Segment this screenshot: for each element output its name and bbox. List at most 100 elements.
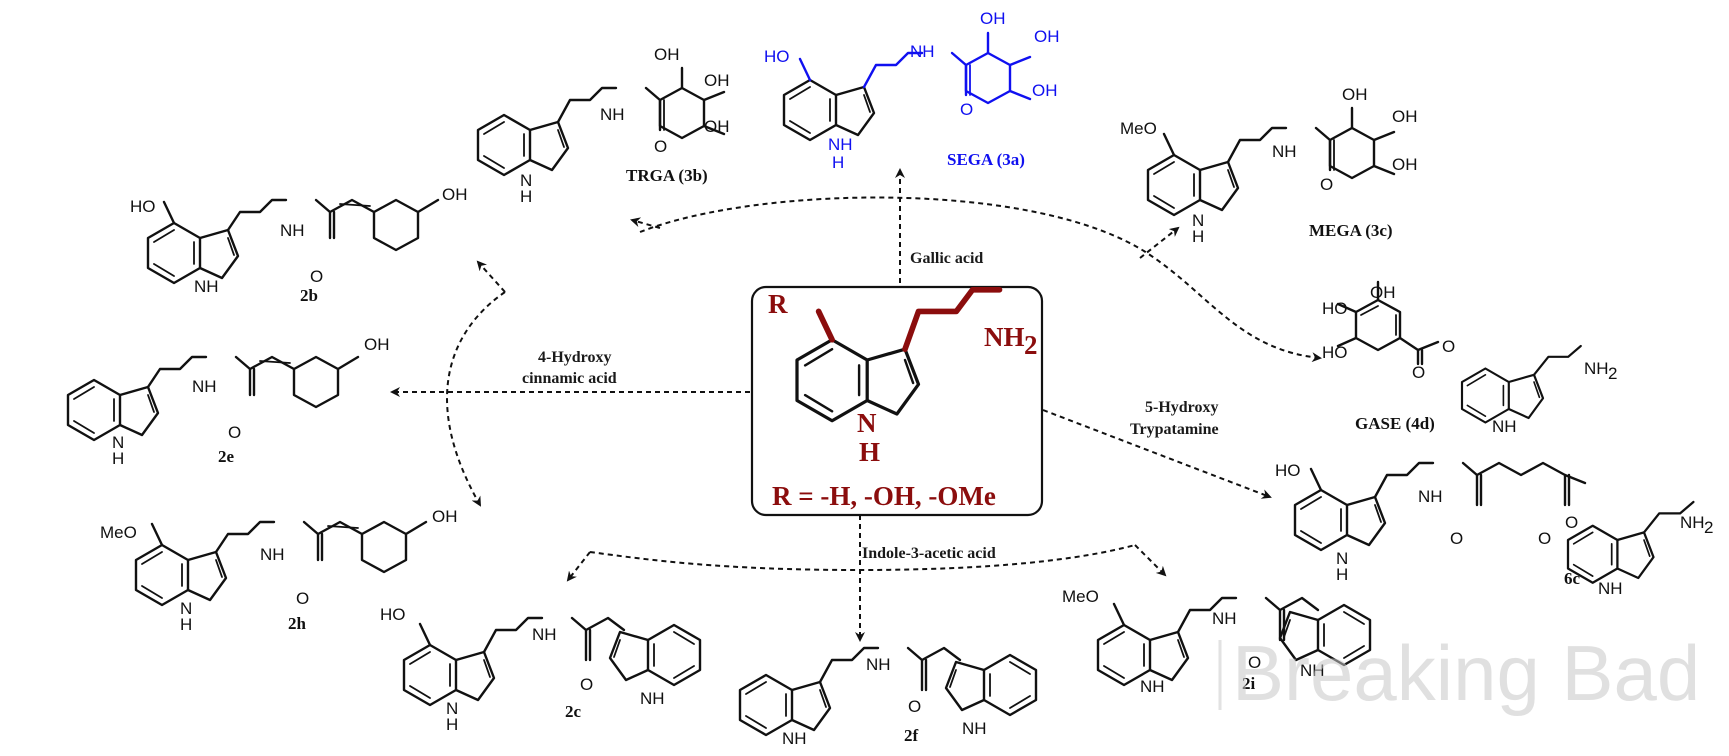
svg-text:O: O <box>1320 175 1333 194</box>
svg-text:OH: OH <box>704 117 730 136</box>
svg-text:OH: OH <box>1032 81 1058 100</box>
svg-text:OH: OH <box>1370 283 1396 302</box>
compound-2e: NH O OH N H 2e <box>66 335 390 468</box>
svg-text:O: O <box>1248 653 1261 672</box>
svg-text:H: H <box>112 449 124 468</box>
svg-text:OH: OH <box>442 185 468 204</box>
svg-text:HO: HO <box>1322 299 1348 318</box>
center-amine-label: NH <box>984 322 1025 352</box>
svg-text:MeO: MeO <box>1062 587 1099 606</box>
center-r-label: R <box>768 289 788 319</box>
label-6c: 6c <box>1564 569 1581 588</box>
svg-text:N: N <box>180 599 192 618</box>
svg-text:NH: NH <box>260 545 285 564</box>
center-n-label: N <box>857 408 877 438</box>
arrow-to-2i <box>1134 544 1167 577</box>
svg-text:2: 2 <box>1704 518 1713 537</box>
svg-text:NH: NH <box>1418 487 1443 506</box>
svg-text:NH: NH <box>194 277 219 296</box>
label-2b: 2b <box>300 286 318 305</box>
svg-text:O: O <box>654 137 667 156</box>
center-rgroup-text: R = -H, -OH, -OMe <box>772 481 996 511</box>
svg-text:O: O <box>310 267 323 286</box>
svg-text:OH: OH <box>1342 85 1368 104</box>
arrow-arc-2h <box>446 291 506 507</box>
arrow-to-2c <box>566 551 591 582</box>
svg-text:NH: NH <box>1300 661 1325 680</box>
svg-text:NH: NH <box>1272 142 1297 161</box>
svg-text:MeO: MeO <box>1120 119 1157 138</box>
svg-text:NH: NH <box>910 42 935 61</box>
svg-text:OH: OH <box>1392 155 1418 174</box>
svg-text:H: H <box>832 153 844 172</box>
reagent-hydroxytrypt-line2: Trypatamine <box>1130 421 1219 438</box>
svg-text:MeO: MeO <box>100 523 137 542</box>
label-2i: 2i <box>1242 674 1256 693</box>
svg-text:N: N <box>520 171 532 190</box>
label-sega: SEGA (3a) <box>947 150 1025 169</box>
arrow-arc-gase <box>639 196 1322 363</box>
svg-text:N: N <box>1192 211 1204 230</box>
svg-text:NH: NH <box>1680 513 1705 532</box>
svg-text:O: O <box>960 100 973 119</box>
svg-text:NH: NH <box>600 105 625 124</box>
svg-text:O: O <box>228 423 241 442</box>
svg-text:HO: HO <box>1322 343 1348 362</box>
svg-text:HO: HO <box>1275 461 1301 480</box>
arrow-to-mega <box>1139 226 1180 259</box>
svg-text:NH: NH <box>280 221 305 240</box>
svg-text:O: O <box>1412 363 1425 382</box>
arrow-arc-bottom <box>589 544 1136 572</box>
svg-text:O: O <box>1442 337 1455 356</box>
svg-text:NH: NH <box>828 135 853 154</box>
svg-text:NH: NH <box>782 729 807 748</box>
arrow-to-6c <box>1042 409 1272 499</box>
center-amine-subscript: 2 <box>1024 330 1038 360</box>
svg-text:HO: HO <box>380 605 406 624</box>
svg-text:H: H <box>1336 565 1348 584</box>
svg-text:N: N <box>112 433 124 452</box>
svg-text:NH: NH <box>1598 579 1623 598</box>
svg-text:HO: HO <box>764 47 790 66</box>
watermark-text: Breaking Bad <box>1232 629 1700 717</box>
svg-text:O: O <box>1538 529 1551 548</box>
svg-text:OH: OH <box>1034 27 1060 46</box>
label-2c: 2c <box>565 702 582 721</box>
svg-text:NH: NH <box>1492 417 1517 436</box>
svg-text:O: O <box>580 675 593 694</box>
svg-text:NH: NH <box>1212 609 1237 628</box>
svg-text:O: O <box>1565 513 1578 532</box>
reagent-gallic-acid: Gallic acid <box>910 250 983 267</box>
svg-text:2: 2 <box>1608 364 1617 383</box>
svg-text:H: H <box>446 715 458 734</box>
compound-2b: HO NH O OH NH 2b <box>130 185 468 305</box>
label-mega: MEGA (3c) <box>1309 221 1393 240</box>
center-scaffold: R NH 2 N H R = -H, -OH, -OMe <box>750 285 1044 517</box>
compound-trga: NH OH OH OH O N H TRGA (3b) <box>476 45 730 206</box>
svg-text:NH: NH <box>640 689 665 708</box>
svg-text:N: N <box>1336 549 1348 568</box>
compound-2f: NH O NH NH 2f <box>738 646 1038 748</box>
svg-text:O: O <box>908 697 921 716</box>
compound-gase: OH HO HO O O NH 2 NH GASE (4d) <box>1322 280 1617 436</box>
svg-text:O: O <box>1450 529 1463 548</box>
label-2f: 2f <box>904 726 919 745</box>
svg-text:HO: HO <box>130 197 156 216</box>
svg-text:NH: NH <box>866 655 891 674</box>
compound-6c: HO NH O O O NH 2 N H NH 6c <box>1275 461 1713 598</box>
arrow-to-trga <box>630 217 661 229</box>
compound-2i: MeO NH O NH NH 2i <box>1062 587 1372 696</box>
arrow-to-2b <box>476 260 506 293</box>
label-trga: TRGA (3b) <box>626 166 708 185</box>
svg-text:NH: NH <box>532 625 557 644</box>
reagent-hydroxytrypt-line1: 5-Hydroxy <box>1145 399 1218 416</box>
label-gase: GASE (4d) <box>1355 414 1435 433</box>
compound-sega: HO NH O OH OH OH NH H SEGA (3a) <box>764 9 1060 172</box>
label-2e: 2e <box>218 447 235 466</box>
compound-2c: HO NH O N H NH 2c <box>380 605 702 734</box>
label-2h: 2h <box>288 614 307 633</box>
reagent-hydroxycinnamic-line2: cinnamic acid <box>522 370 617 387</box>
svg-text:H: H <box>1192 227 1204 246</box>
svg-text:OH: OH <box>364 335 390 354</box>
